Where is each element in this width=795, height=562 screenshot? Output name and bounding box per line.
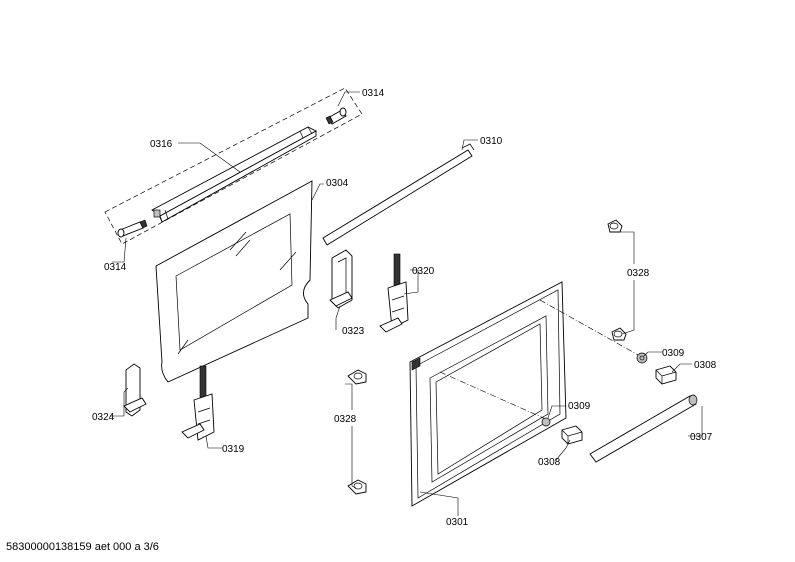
label-0301: 0301	[446, 517, 469, 528]
part-0304-glass-pane	[155, 180, 313, 383]
document-reference-footer: 58300000138159 aet 000 a 3/6	[6, 541, 159, 553]
part-0328-clip-lower-left	[347, 479, 367, 495]
part-0324-bracket	[123, 363, 147, 417]
label-0320: 0320	[412, 266, 435, 277]
part-0308-block-right	[655, 365, 677, 385]
label-0328-left: 0328	[334, 414, 357, 425]
label-0328-right: 0328	[627, 268, 650, 279]
part-0319-hinge	[181, 365, 215, 441]
label-0304: 0304	[326, 178, 349, 189]
part-0301-door-frame	[409, 281, 641, 507]
label-0316: 0316	[150, 139, 173, 150]
part-0328-clip-upper-left	[347, 369, 367, 385]
label-0307: 0307	[690, 432, 713, 443]
part-0314-pin-upper	[325, 107, 347, 125]
label-0309-lower: 0309	[568, 401, 591, 412]
part-0307-rod	[589, 394, 698, 463]
part-0323-bracket	[329, 249, 353, 309]
label-0319: 0319	[222, 444, 245, 455]
group-outline-dashed	[104, 87, 363, 245]
part-0310-strip	[322, 143, 475, 246]
label-0314-lower: 0314	[104, 262, 127, 273]
label-0324: 0324	[92, 412, 115, 423]
part-0328-clip-lower-right	[611, 327, 627, 341]
label-0309-right: 0309	[662, 348, 685, 359]
leader-lines	[110, 91, 703, 516]
label-0308-lower: 0308	[538, 457, 561, 468]
part-0308-block-left	[561, 425, 583, 445]
part-0314-pin-lower	[117, 219, 148, 238]
label-0323: 0323	[342, 326, 365, 337]
label-0310: 0310	[480, 136, 503, 147]
part-0320-hinge	[379, 253, 409, 333]
label-0314-upper: 0314	[362, 88, 385, 99]
part-0316-trim-strip	[151, 126, 317, 223]
label-0308-right: 0308	[694, 360, 717, 371]
part-0328-clip-upper-right	[607, 219, 623, 233]
